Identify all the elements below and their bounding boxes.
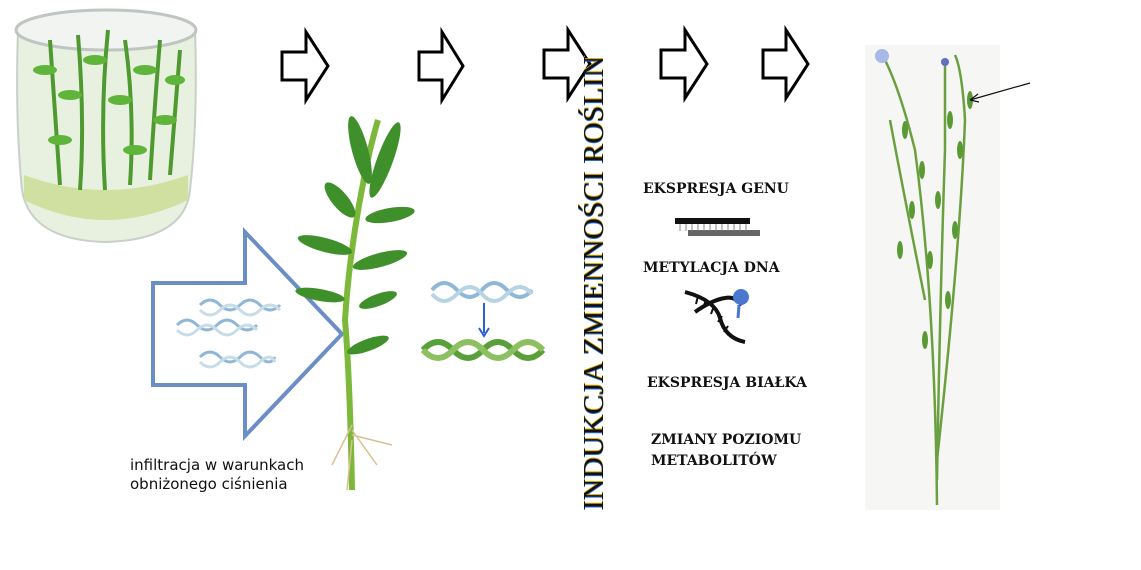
in-vitro-jar-image xyxy=(14,8,198,244)
process-arrow-3 xyxy=(542,24,592,104)
gene-expression-label: EKSPRESJA GENU xyxy=(643,181,789,197)
metabolite-line-2: METABOLITÓW xyxy=(651,453,777,469)
infiltration-arrow xyxy=(151,226,345,442)
dna-integration-icon xyxy=(420,281,546,361)
plantlet-image xyxy=(295,116,415,491)
dna-methylation-label: METYLACJA DNA xyxy=(643,260,780,276)
process-arrow-5 xyxy=(761,24,810,104)
process-arrow-1 xyxy=(280,26,330,106)
caption-line-2: obniżonego ciśnienia xyxy=(130,475,288,493)
gene-expression-icon xyxy=(675,218,760,236)
metabolite-label: ZMIANY POZIOMU METABOLITÓW xyxy=(651,430,801,472)
infiltration-caption: infiltracja w warunkach obniżonego ciśni… xyxy=(130,456,304,494)
process-arrow-2 xyxy=(417,26,465,106)
protein-expression-label: EKSPRESJA BIAŁKA xyxy=(647,375,807,391)
dna-methylation-icon xyxy=(684,289,749,344)
process-arrow-4 xyxy=(659,24,709,104)
metabolite-line-1: ZMIANY POZIOMU xyxy=(651,432,802,448)
rna-strands-icon xyxy=(175,298,282,369)
process-arrows xyxy=(280,24,810,106)
vertical-title: INDUKCJA ZMIENNOŚCI ROŚLIN xyxy=(578,55,610,510)
flax-plant-image xyxy=(865,45,1000,510)
pointer-arrow xyxy=(969,82,1031,103)
caption-line-1: infiltracja w warunkach xyxy=(130,456,304,474)
